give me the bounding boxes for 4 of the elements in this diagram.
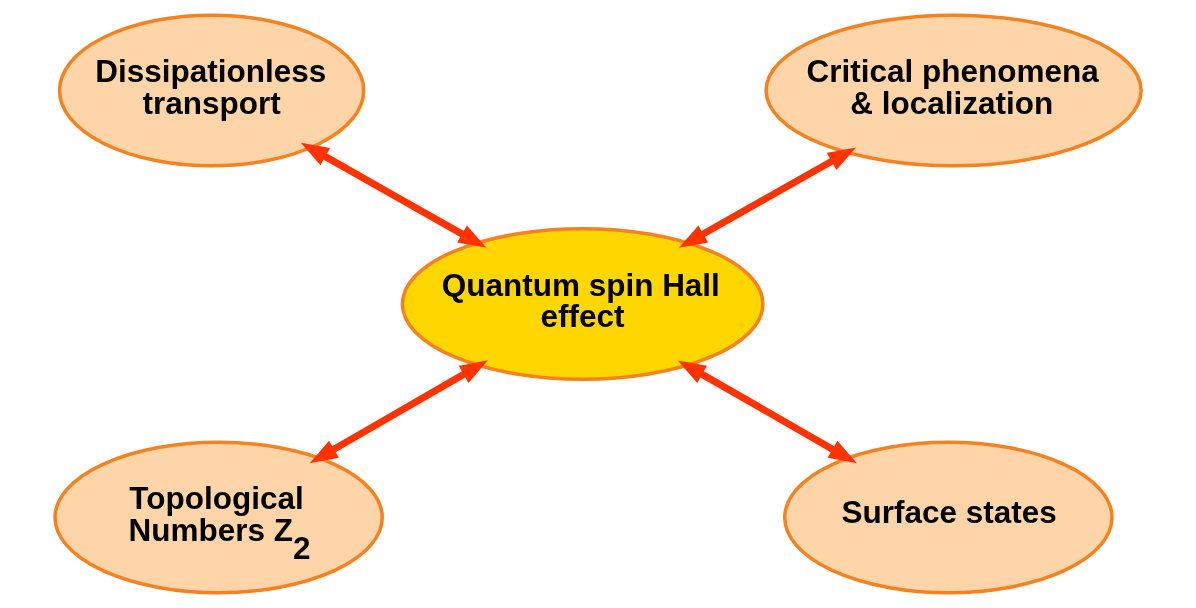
arrow <box>677 360 857 464</box>
arrow <box>300 142 487 248</box>
arrow <box>309 360 488 464</box>
arrow <box>678 147 857 248</box>
